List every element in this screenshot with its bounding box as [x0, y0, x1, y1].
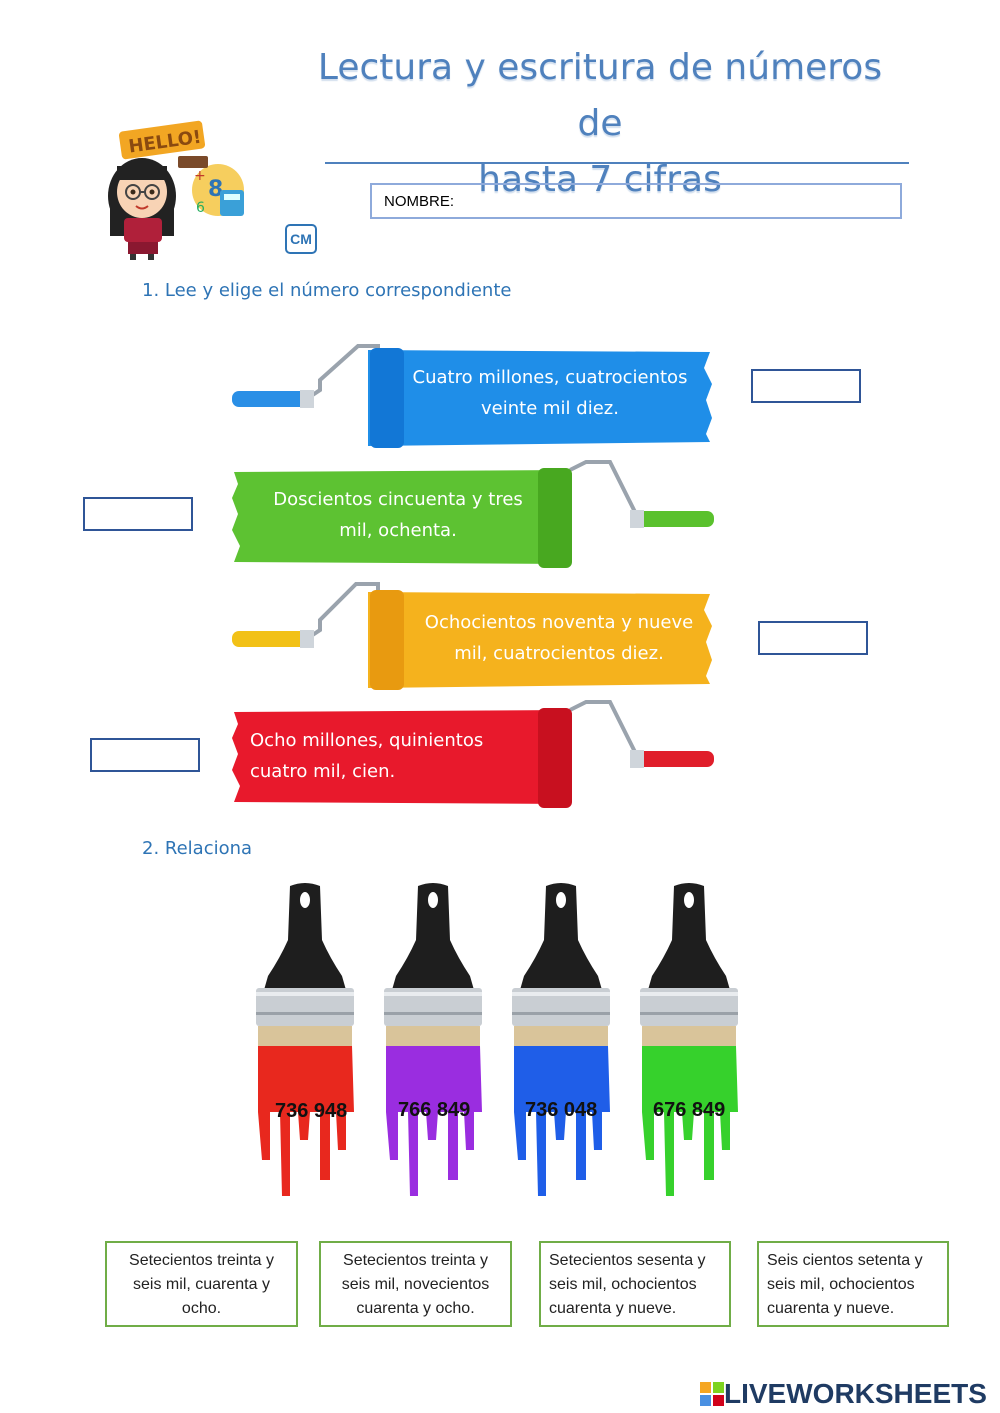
- title-line-1: Lectura y escritura de números de: [317, 47, 883, 144]
- answer-box-4[interactable]: [90, 738, 200, 772]
- svg-text:8: 8: [208, 177, 223, 202]
- title-divider: [325, 162, 909, 164]
- description-box-3[interactable]: Setecientos sesenta y seis mil, ochocien…: [539, 1241, 731, 1327]
- worksheet-title: Lectura y escritura de números de hasta …: [300, 40, 900, 208]
- paint-roller-2: [232, 460, 714, 568]
- cm-logo: CM: [285, 224, 317, 254]
- answer-box-3[interactable]: [758, 621, 868, 655]
- brush-4-number[interactable]: 676 849: [653, 1099, 726, 1121]
- description-box-4[interactable]: Seis cientos setenta y seis mil, ochocie…: [757, 1241, 949, 1327]
- roller-3-text: Ochocientos noventa y nueve mil, cuatroc…: [424, 612, 694, 664]
- brush-2: [384, 883, 482, 1196]
- liveworksheets-icon: [700, 1382, 724, 1406]
- liveworksheets-logo: LIVEWORKSHEETS: [700, 1378, 987, 1410]
- brush-3-number[interactable]: 736 048: [525, 1099, 598, 1121]
- roller-1-text: Cuatro millones, cuatrocientos veinte mi…: [412, 367, 688, 419]
- paint-roller-4: [232, 700, 714, 808]
- description-box-1[interactable]: Setecientos treinta y seis mil, cuarenta…: [105, 1241, 298, 1327]
- section-1-heading: 1. Lee y elige el número correspondiente: [142, 280, 512, 301]
- paint-roller-3: [232, 582, 712, 690]
- brush-4: [640, 883, 738, 1196]
- paint-roller-1: [232, 344, 712, 448]
- section-2-heading: 2. Relaciona: [142, 838, 253, 859]
- svg-text:6: 6: [196, 200, 205, 216]
- brush-1: [256, 883, 354, 1196]
- answer-box-1[interactable]: [751, 369, 861, 403]
- hello-badge: HELLO!: [118, 120, 206, 160]
- name-field[interactable]: NOMBRE:: [370, 183, 902, 219]
- description-box-2[interactable]: Setecientos treinta y seis mil, novecien…: [319, 1241, 512, 1327]
- liveworksheets-brand: LIVEWORKSHEETS: [724, 1378, 987, 1409]
- roller-4-text: Ocho millones, quinientos cuatro mil, ci…: [250, 730, 484, 782]
- brush-3: [512, 883, 610, 1196]
- svg-text:+: +: [194, 168, 206, 184]
- answer-box-2[interactable]: [83, 497, 193, 531]
- brush-1-number[interactable]: 736 948: [275, 1100, 348, 1122]
- title-line-2: hasta 7 cifras: [478, 159, 722, 200]
- paint-brushes: [256, 883, 738, 1196]
- girl-illustration: HELLO! 8 + 6: [108, 120, 244, 260]
- roller-2-text: Doscientos cincuenta y tres mil, ochenta…: [273, 489, 523, 541]
- brush-2-number[interactable]: 766 849: [398, 1099, 471, 1121]
- name-label: NOMBRE:: [384, 193, 455, 210]
